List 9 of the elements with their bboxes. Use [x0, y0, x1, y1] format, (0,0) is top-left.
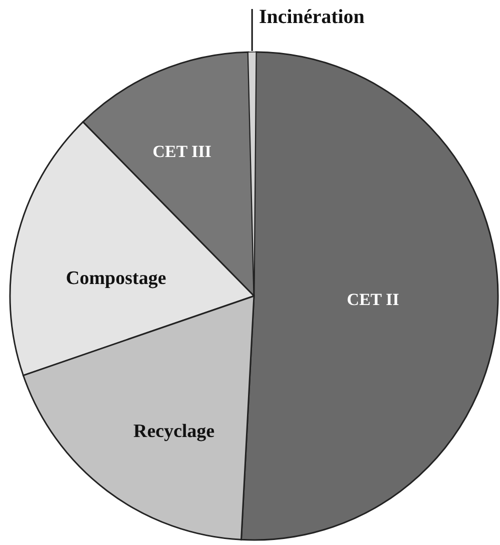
- leader-line: [251, 9, 253, 51]
- slice-label: Compostage: [66, 268, 166, 290]
- slice-label: CET III: [152, 142, 212, 162]
- pie-slice: [240, 51, 499, 540]
- pie-slice: [22, 295, 255, 540]
- callout-label: Incinération: [259, 6, 365, 29]
- pie-slice: [9, 121, 255, 376]
- slice-label: Recyclage: [133, 421, 215, 443]
- slice-label: CET II: [346, 290, 400, 310]
